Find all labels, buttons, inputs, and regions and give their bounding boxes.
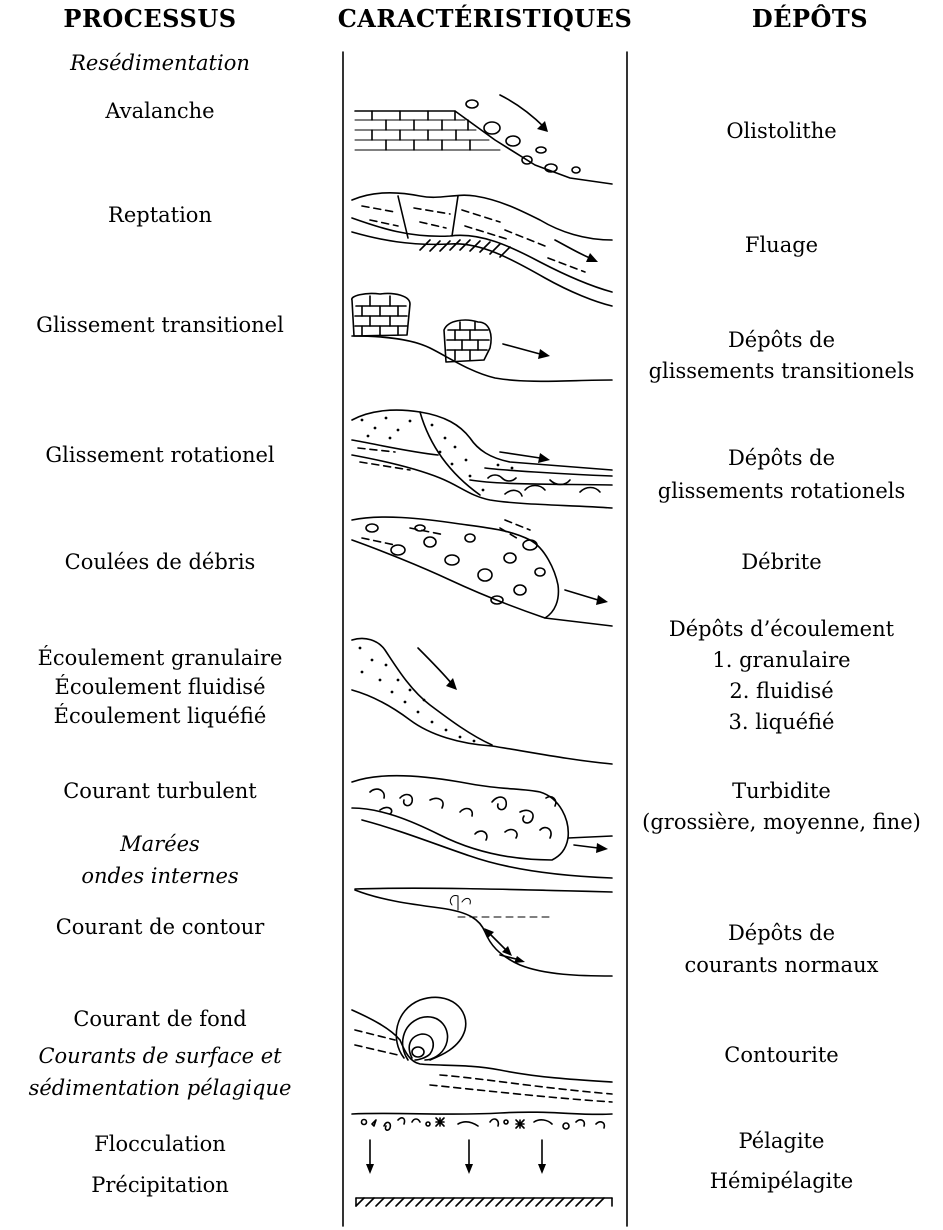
sketch-coulees-debris	[352, 517, 612, 626]
sand-dots-ecoulement	[359, 647, 476, 743]
sketch-pelagique	[352, 1112, 612, 1206]
sketch-courant-contour	[355, 888, 612, 976]
sand-dots-rotationel	[361, 417, 514, 492]
sketch-ecoulements	[352, 638, 612, 764]
sketch-courant-fond	[352, 997, 612, 1102]
sketch-glissement-rotationel	[352, 410, 612, 508]
sketch-avalanche	[355, 95, 612, 184]
sketch-reptation	[352, 193, 612, 306]
sketch-glissement-transitionel	[352, 293, 612, 381]
sketch-courant-turbulent	[352, 776, 612, 878]
